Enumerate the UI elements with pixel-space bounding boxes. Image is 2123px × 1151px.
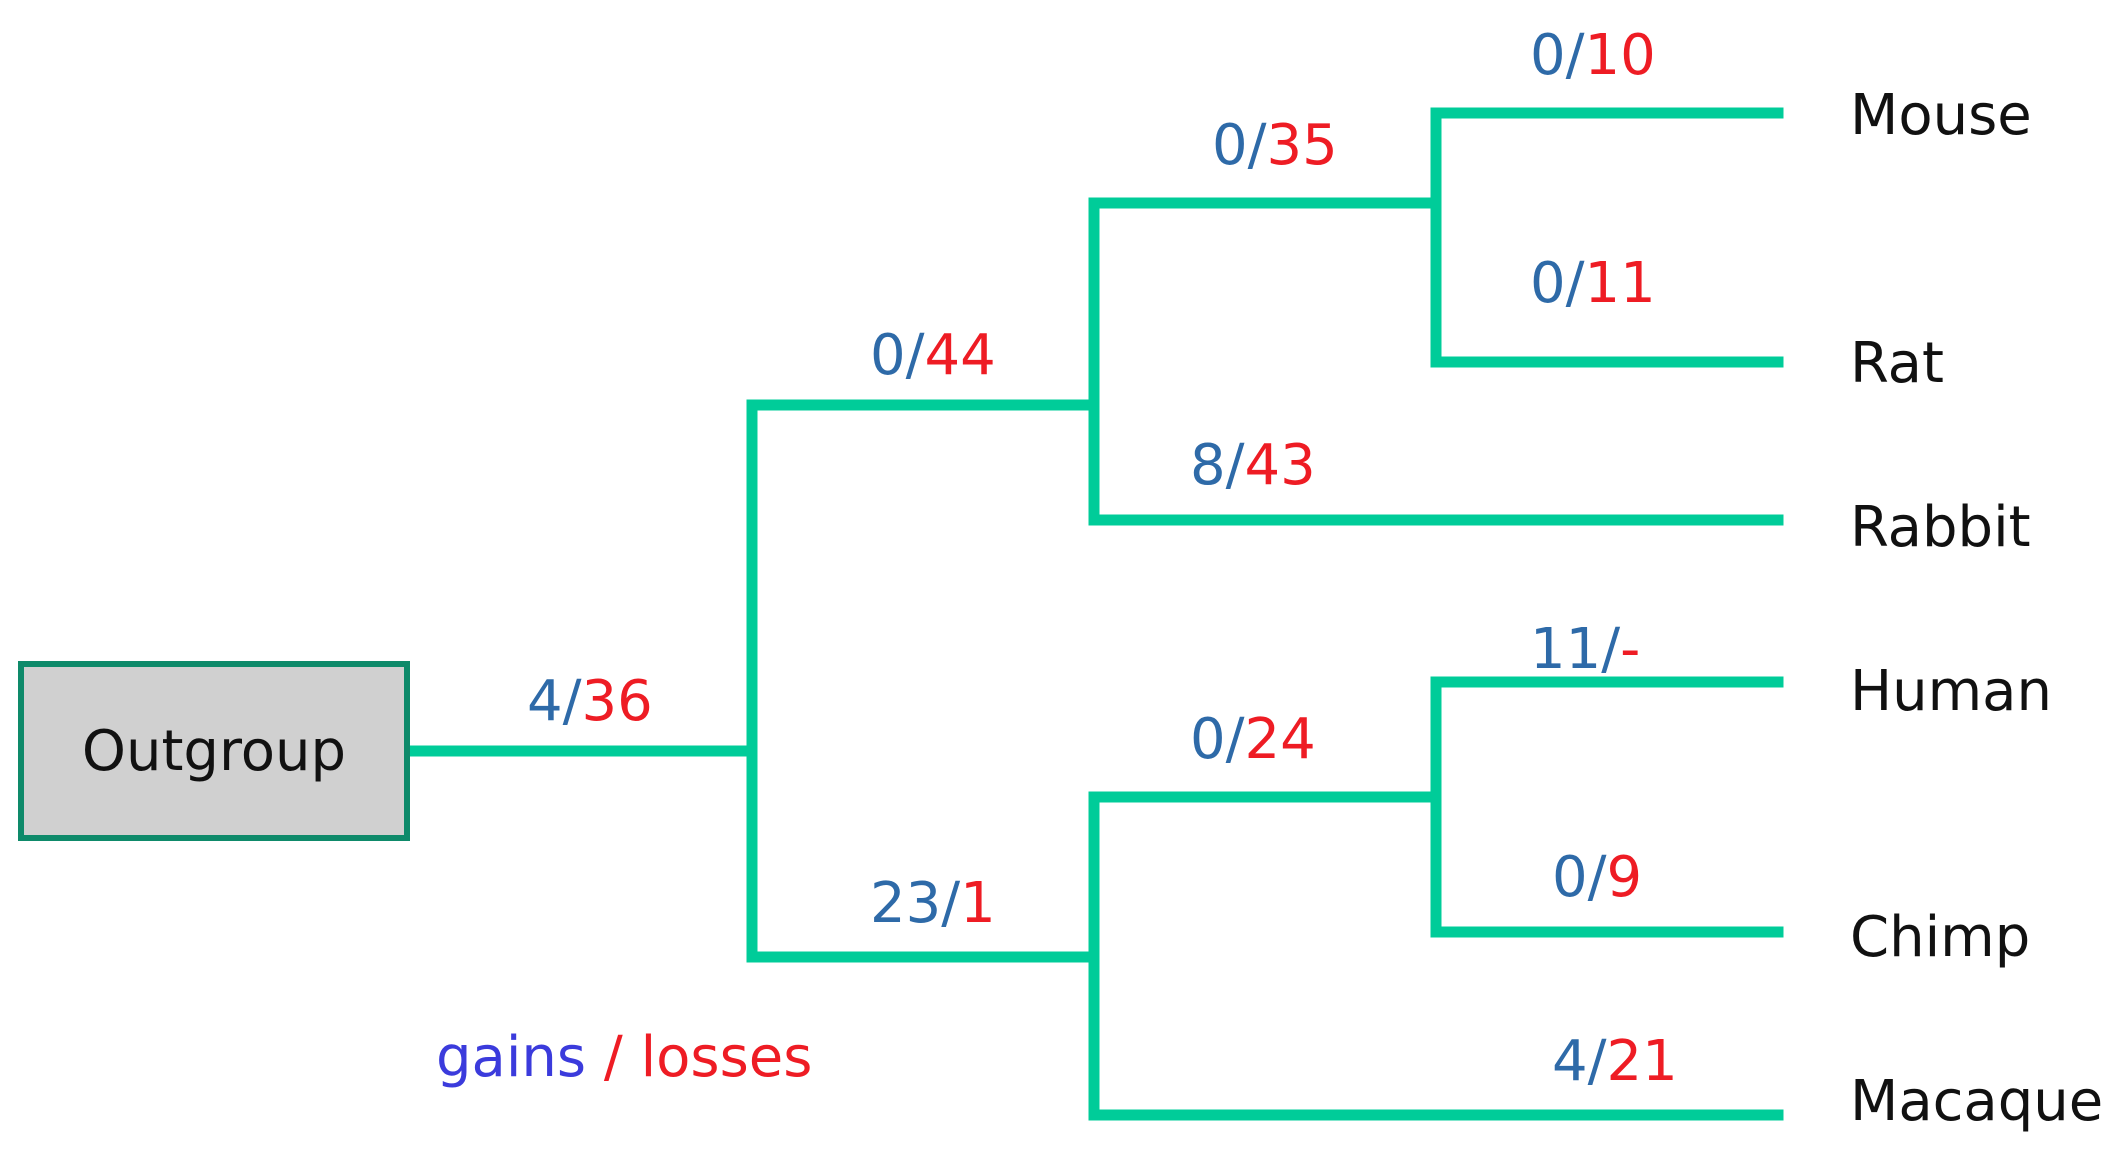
gain-value: 0 xyxy=(1212,113,1248,178)
loss-value: 35 xyxy=(1266,113,1338,178)
outgroup-label: Outgroup xyxy=(81,718,347,784)
gain-value: 0 xyxy=(1552,845,1588,910)
label-chimp-branch: 0/9 xyxy=(1552,845,1643,910)
label-rabbit-branch: 8/43 xyxy=(1190,433,1316,498)
label-mouse-branch: 0/10 xyxy=(1530,23,1656,88)
outgroup-box: Outgroup xyxy=(18,661,410,841)
taxon-mouse: Mouse xyxy=(1850,83,2032,148)
taxon-rat: Rat xyxy=(1850,331,1944,396)
label-primates: 23/1 xyxy=(870,871,996,936)
gain-value: 4 xyxy=(527,669,563,734)
label-human-branch: 11/- xyxy=(1530,617,1641,682)
label-rat-branch: 0/11 xyxy=(1530,251,1656,316)
loss-value: 11 xyxy=(1584,251,1656,316)
gain-value: 8 xyxy=(1190,433,1226,498)
gain-value: 0 xyxy=(1190,707,1226,772)
loss-value: 21 xyxy=(1606,1029,1678,1094)
label-hominids: 0/24 xyxy=(1190,707,1316,772)
gain-value: 0 xyxy=(870,323,906,388)
loss-value: 10 xyxy=(1584,23,1656,88)
label-rodents: 0/35 xyxy=(1212,113,1338,178)
taxon-chimp: Chimp xyxy=(1850,905,2031,970)
gain-value: 4 xyxy=(1552,1029,1588,1094)
taxon-rabbit: Rabbit xyxy=(1850,495,2031,560)
legend-gains: gains xyxy=(436,1025,587,1090)
loss-value: 24 xyxy=(1244,707,1316,772)
loss-value: 9 xyxy=(1606,845,1643,910)
loss-value: 44 xyxy=(924,323,996,388)
label-macaque-branch: 4/21 xyxy=(1552,1029,1678,1094)
taxon-macaque: Macaque xyxy=(1850,1069,2104,1134)
loss-value: 1 xyxy=(960,871,996,936)
loss-value: 36 xyxy=(581,669,653,734)
loss-value: - xyxy=(1620,617,1641,682)
loss-value: 43 xyxy=(1244,433,1316,498)
legend-losses: losses xyxy=(640,1025,813,1090)
gain-value: 0 xyxy=(1530,23,1566,88)
label-root: 4/36 xyxy=(527,669,653,734)
taxon-human: Human xyxy=(1850,659,2052,724)
legend: gains / losses xyxy=(436,1030,812,1086)
gain-value: 11 xyxy=(1530,617,1602,682)
label-glires: 0/44 xyxy=(870,323,996,388)
gain-value: 23 xyxy=(870,871,942,936)
gain-value: 0 xyxy=(1530,251,1566,316)
legend-separator: / xyxy=(603,1025,623,1090)
